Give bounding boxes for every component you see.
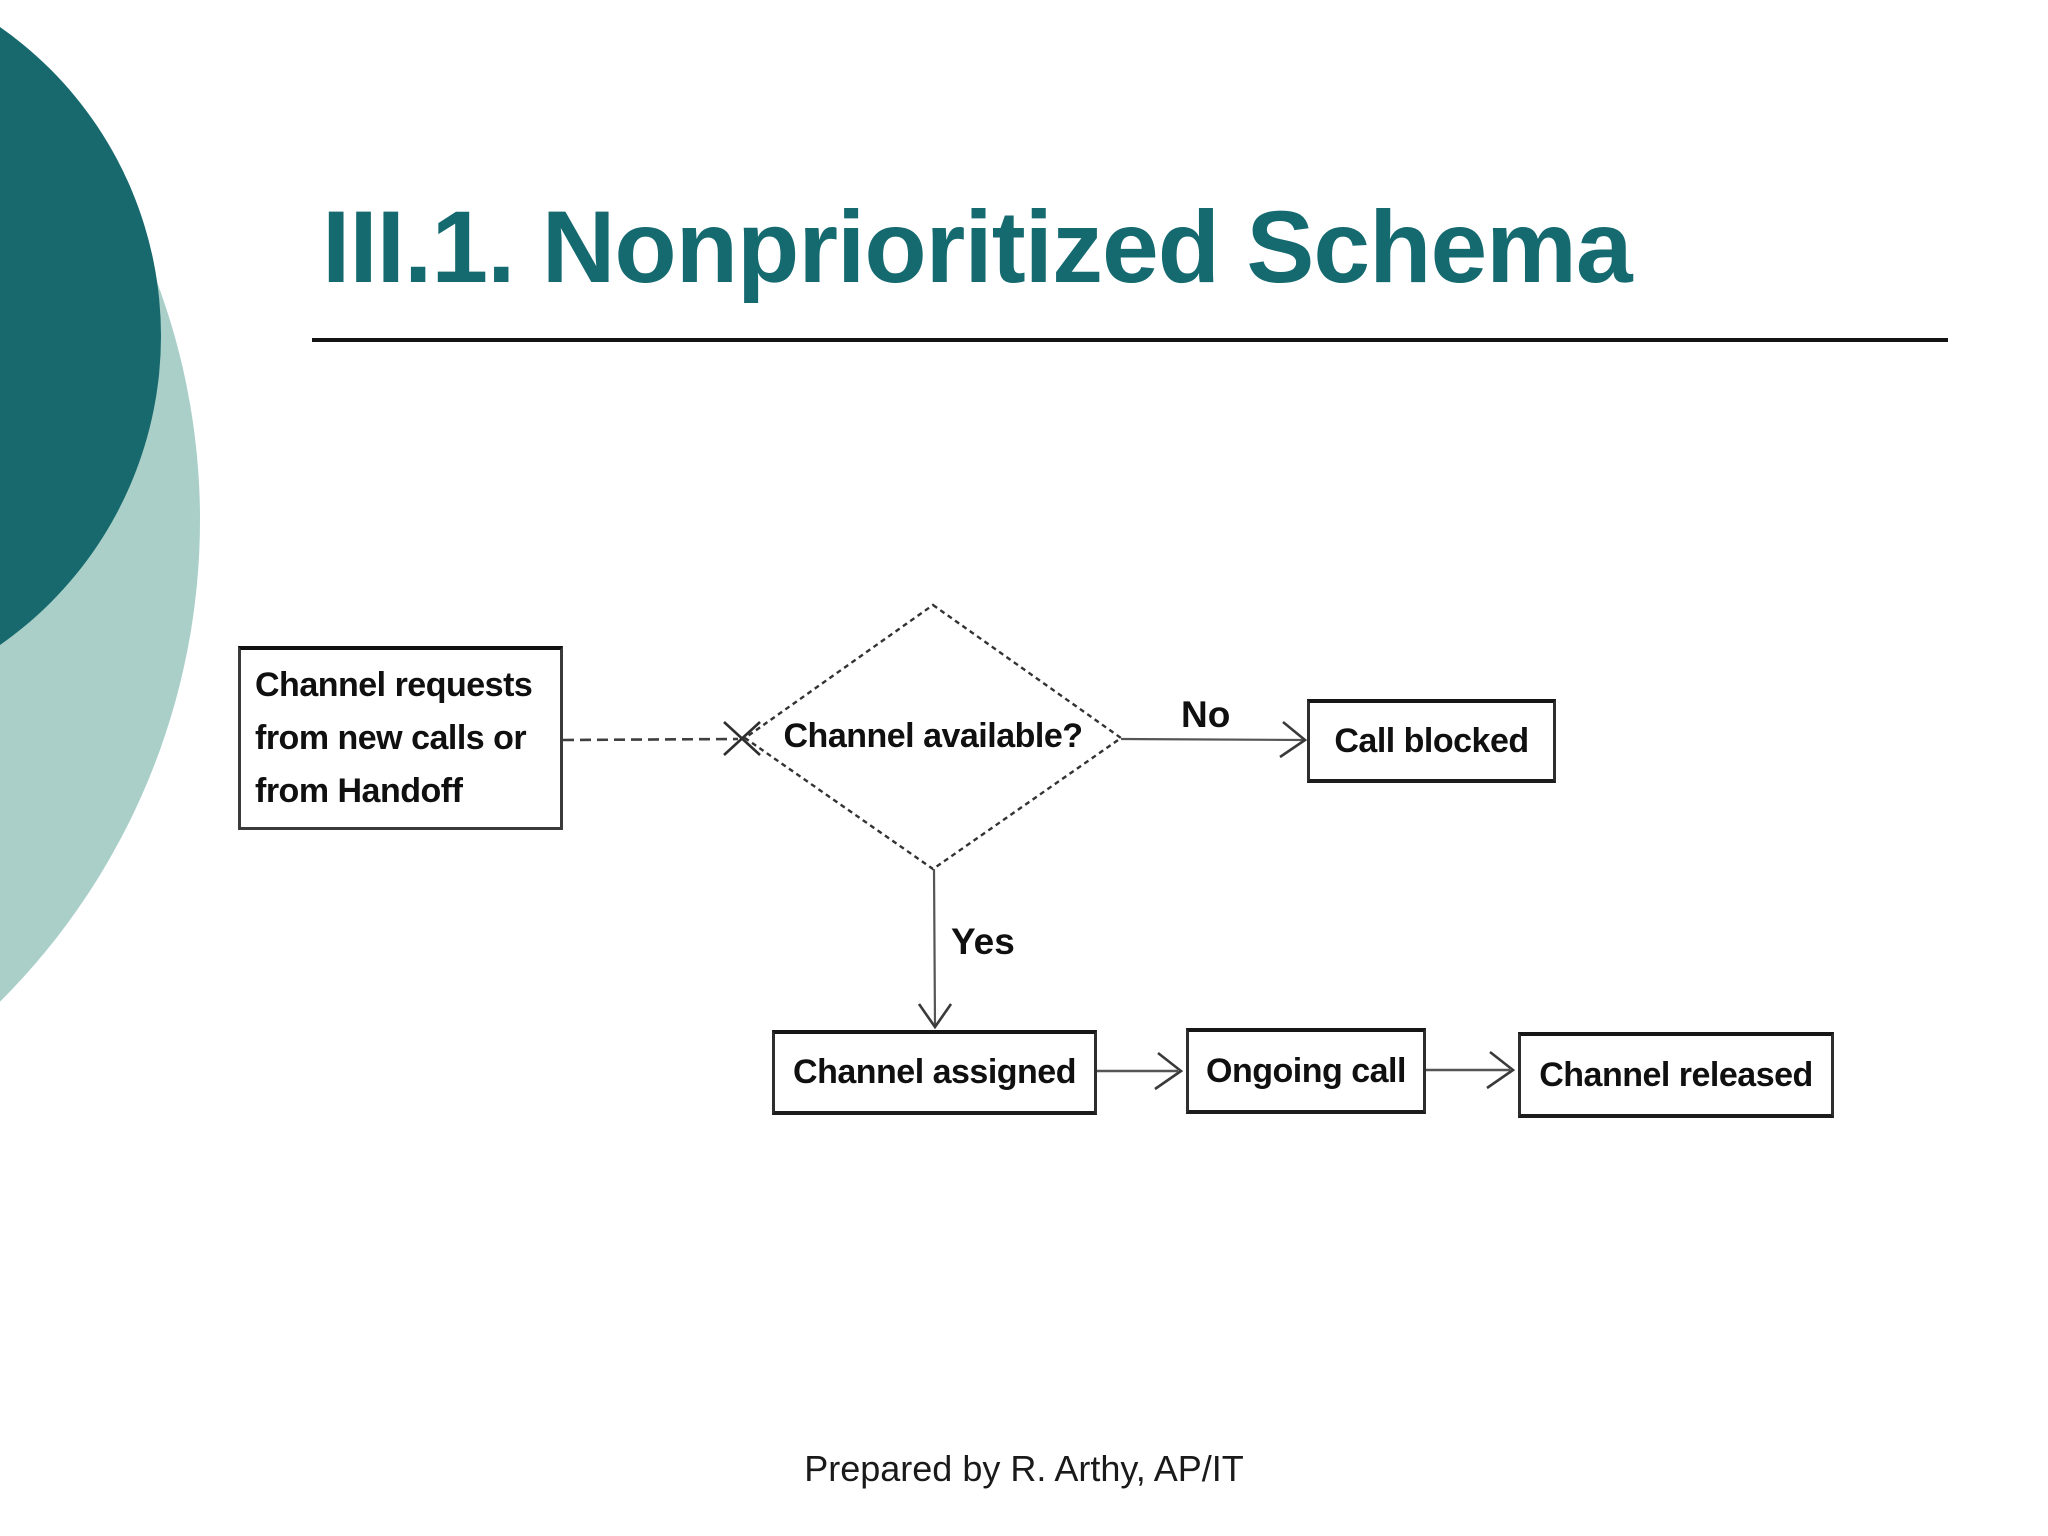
edge-label-yes: Yes bbox=[951, 921, 1015, 962]
flowchart-node-ongoing-call: Ongoing call bbox=[1186, 1028, 1426, 1114]
arrowhead-down-icon bbox=[917, 1003, 953, 1030]
flowchart-node-channel-requests: Channel requests from new calls or from … bbox=[238, 646, 563, 830]
arrowhead-right-icon bbox=[1279, 720, 1308, 759]
flowchart-node-channel-released: Channel released bbox=[1518, 1032, 1834, 1118]
arrowhead-right-icon bbox=[1154, 1051, 1184, 1091]
edge-label-no: No bbox=[1181, 694, 1231, 735]
page-title: III.1. Nonprioritized Schema bbox=[322, 190, 1633, 304]
flowchart-node-channel-available: Channel available? bbox=[783, 717, 1084, 755]
flowchart-node-channel-assigned: Channel assigned bbox=[772, 1030, 1097, 1115]
footer-credit: Prepared by R. Arthy, AP/IT bbox=[804, 1448, 1244, 1489]
arrowhead-x-icon bbox=[723, 721, 761, 756]
title-underline bbox=[312, 338, 1948, 342]
flowchart-node-call-blocked: Call blocked bbox=[1307, 699, 1556, 783]
arrowhead-right-icon bbox=[1486, 1050, 1516, 1090]
